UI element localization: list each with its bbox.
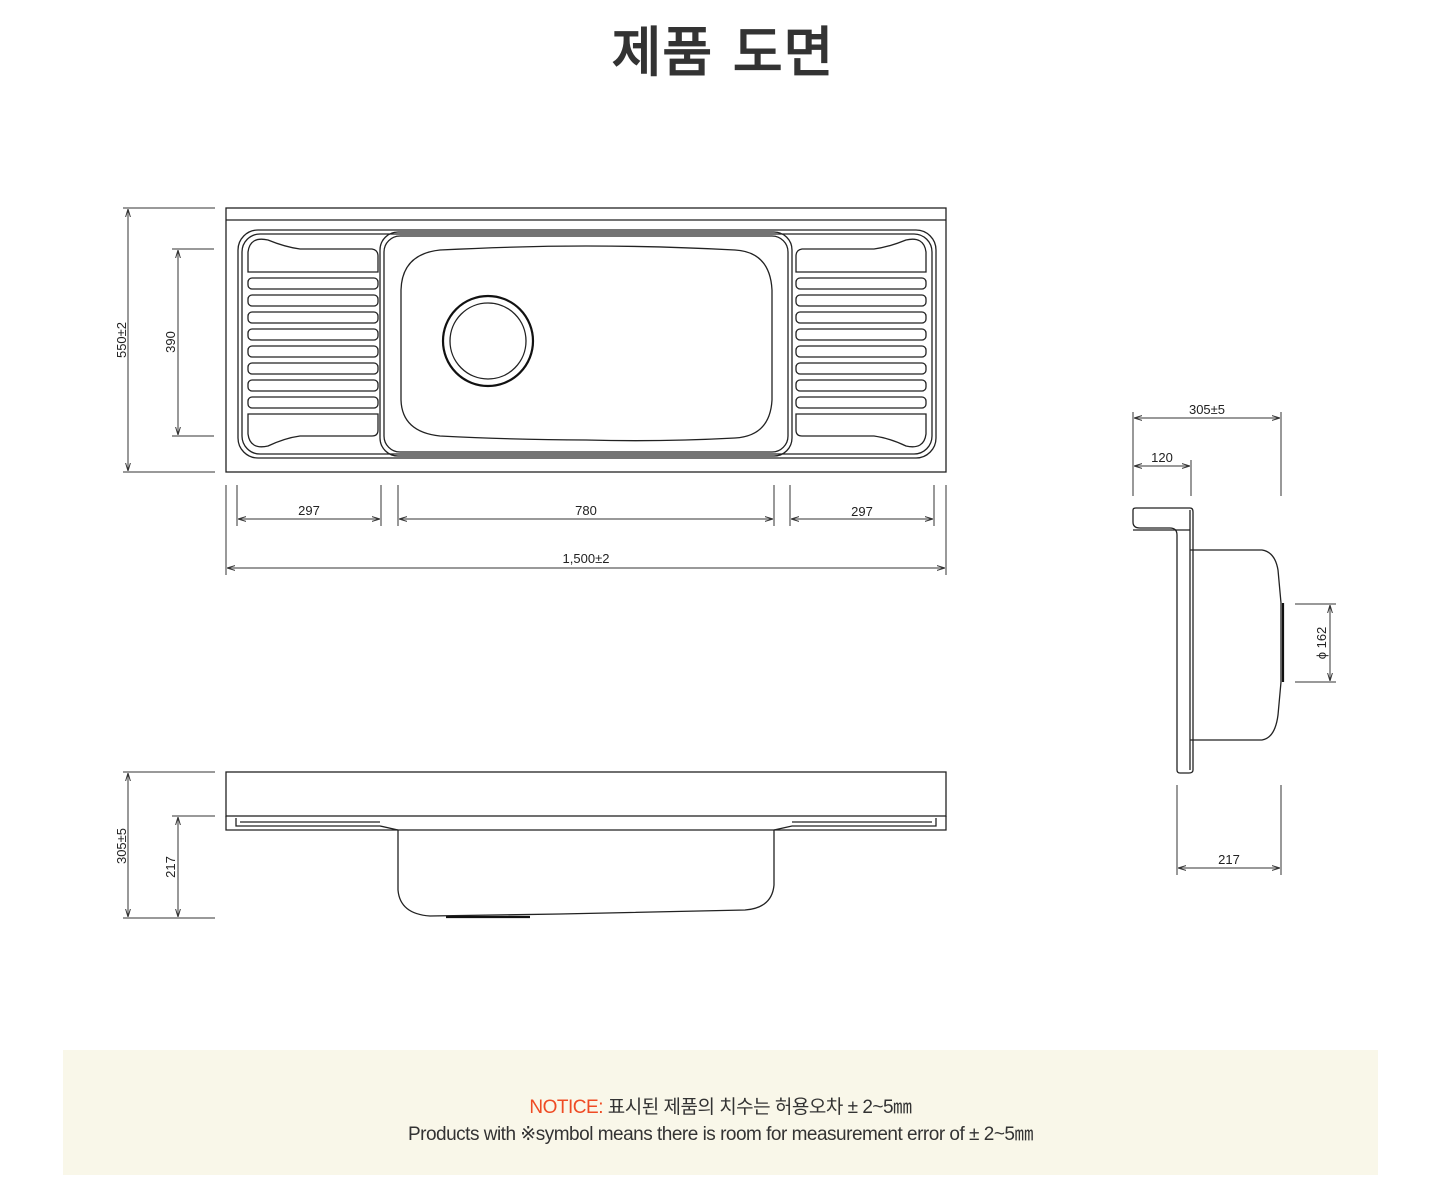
dim-side-drain: ϕ 162 (1314, 627, 1329, 660)
dim-side-flange: 120 (1151, 450, 1173, 465)
drain-rib (795, 362, 927, 375)
dim-right-drainboard: 297 (851, 504, 873, 519)
dim-top-height: 550±2 (114, 322, 129, 358)
drain-rib (795, 294, 927, 307)
drain-outer (441, 294, 535, 388)
dim-left-drainboard: 297 (298, 503, 320, 518)
drain-rib (247, 311, 379, 324)
top-view-dimensions: 550±2 390 297 780 297 1,500±2 (114, 207, 947, 575)
drain-rib (247, 277, 379, 290)
drain-inner (449, 302, 527, 380)
drain-rib (795, 345, 927, 358)
drain-rib (247, 379, 379, 392)
drain-rib (247, 362, 379, 375)
dim-total-width: 1,500±2 (563, 551, 610, 566)
drain-rib (795, 328, 927, 341)
drain-rib (795, 311, 927, 324)
drain-rib (795, 379, 927, 392)
dim-front-bowl-depth: 217 (163, 856, 178, 878)
dim-bowl-width: 780 (575, 503, 597, 518)
dim-side-width: 305±5 (1189, 402, 1225, 417)
notice-label: NOTICE: (529, 1097, 603, 1118)
drain-rib (247, 345, 379, 358)
drain-rib (795, 396, 927, 409)
drain-rib (247, 396, 379, 409)
front-view-dimensions: 305±5 217 (114, 771, 215, 919)
drain-rib (247, 294, 379, 307)
side-view-dimensions: 305±5 120 ϕ 162 217 (1132, 402, 1336, 875)
notice-english: Products with ※symbol means there is roo… (407, 1124, 1034, 1145)
side-view (1132, 507, 1285, 774)
page-title: 제품 도면 (611, 21, 835, 84)
drain-rib (795, 277, 927, 290)
dim-inner-height: 390 (163, 331, 178, 353)
dim-side-bowl-depth: 217 (1218, 852, 1240, 867)
front-view (225, 771, 947, 919)
notice-korean: 표시된 제품의 치수는 허용오차 ± 2~5㎜ (607, 1097, 912, 1118)
dim-front-height: 305±5 (114, 828, 129, 864)
top-view (225, 207, 947, 473)
notice-box: NOTICE: 표시된 제품의 치수는 허용오차 ± 2~5㎜ Products… (63, 1050, 1378, 1175)
drain-rib (247, 328, 379, 341)
